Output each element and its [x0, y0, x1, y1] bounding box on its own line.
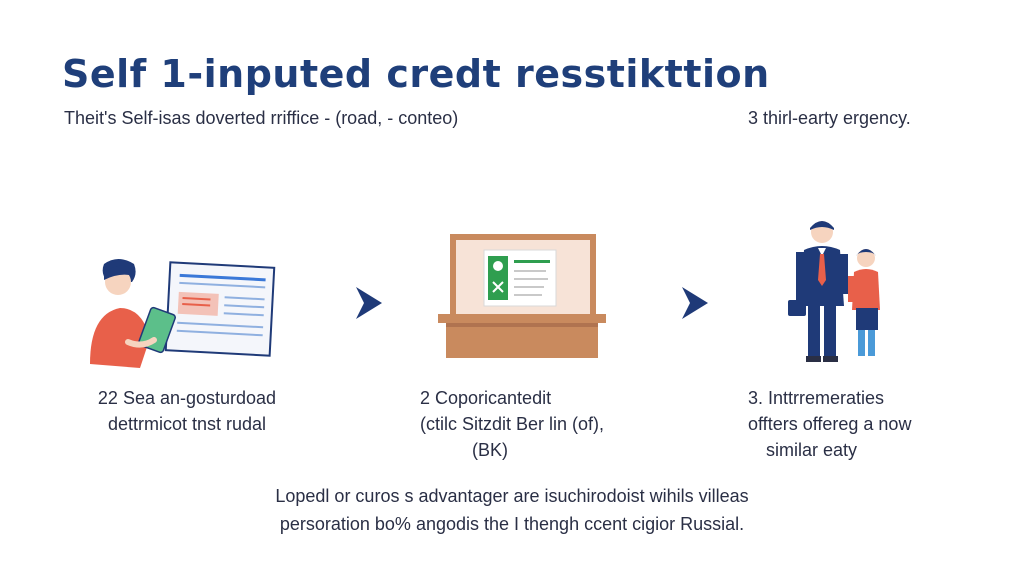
step-1-line-1: 22 Sea an-gosturdoad [97, 388, 277, 408]
chevron-right-icon [682, 287, 708, 319]
step-2-label: 2 Coporicantedit (ctilc Sitzdit Ber lin … [420, 385, 660, 463]
step-2-line-1: 2 Coporicantedit [420, 388, 552, 408]
page-title: Self 1-inputed credt resstikttion [62, 52, 770, 96]
footer-line-2: persoration bo% angodis the I thengh cce… [279, 514, 745, 534]
step-3-line-3: similar eaty [766, 440, 858, 460]
step-2-line-2: (ctilc Sitzdit Ber lin (of), [420, 414, 605, 434]
step-3-label: 3. Inttrremeraties offters offereg a now… [748, 385, 968, 463]
footer-line-1: Lopedl or curos s advantager are isuchir… [275, 486, 749, 506]
person-tablet-icon [90, 259, 276, 368]
step-2-line-3: (BK) [472, 440, 508, 460]
subtitle-right: 3 thirl-earty ergency. [748, 108, 911, 128]
step-1-line-2: dettrmicot tnst rudal [107, 414, 267, 434]
document-desk-icon [438, 234, 606, 358]
step-3-line-1: 3. Inttrremeraties [748, 388, 885, 408]
adult-child-icon [788, 221, 880, 362]
step-1-label: 22 Sea an-gosturdoad dettrmicot tnst rud… [82, 385, 292, 437]
subtitle-left: Theit's Self-isas doverted rriffice - (r… [64, 108, 459, 128]
step-3-line-2: offters offereg a now [748, 414, 912, 434]
footer-text: Lopedl or curos s advantager are isuchir… [0, 482, 1024, 538]
chevron-right-icon [356, 287, 382, 319]
